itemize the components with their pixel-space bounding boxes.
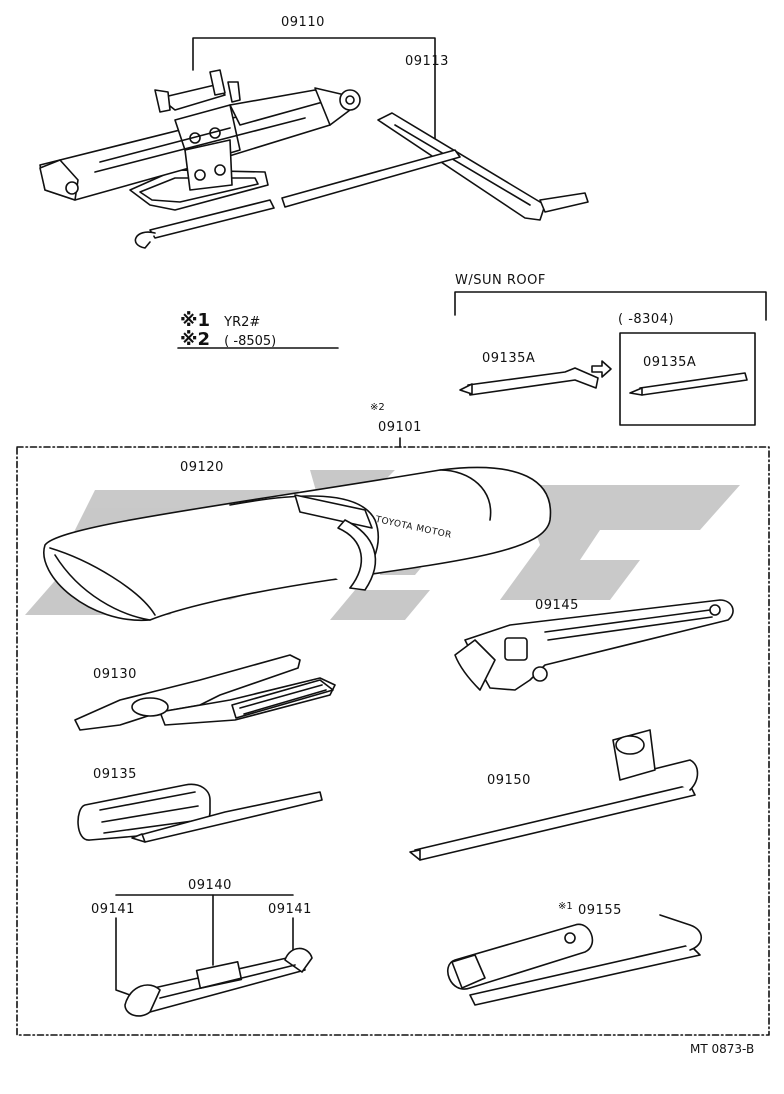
- label-wrench-left: 09141: [91, 902, 135, 917]
- sunroof-date-range: ( -8304): [618, 312, 675, 327]
- sunroof-header: W/SUN ROOF: [455, 273, 546, 288]
- label-wrench-right: 09141: [268, 902, 312, 917]
- label-wheel-nut-wrench: 09150: [487, 773, 531, 788]
- note-2-text: ( -8505): [224, 334, 277, 349]
- note-1-mark: ※1: [180, 310, 211, 331]
- label-pliers: 09130: [93, 667, 137, 682]
- label-jack: 09110: [281, 15, 325, 30]
- wheel-nut-wrench: [409, 729, 699, 861]
- tool-kit-enclosure: [16, 446, 770, 1036]
- wrench-set-callout: [115, 894, 294, 996]
- label-tool-kit: 09101: [378, 420, 422, 435]
- adjustable-wrench: [454, 599, 734, 691]
- label-screwdriver: 09135: [93, 767, 137, 782]
- kit-mark: ※2: [370, 402, 385, 413]
- note-1: ※1 YR2#: [180, 310, 260, 331]
- sunroof-handle-later: [629, 372, 748, 396]
- jack-handle: [134, 112, 589, 249]
- sunroof-handle-early: [459, 367, 599, 396]
- label-adjustable-wrench: 09145: [535, 598, 579, 613]
- scissor-jack: [39, 69, 361, 211]
- wrench-set: [124, 947, 313, 1017]
- label-sunroof-handle: 09135A: [482, 351, 536, 366]
- label-sunroof-handle-later: 09135A: [643, 355, 697, 370]
- plug-wrench: [446, 914, 703, 1006]
- label-wrench-set: 09140: [188, 878, 232, 893]
- plug-mark: ※1: [558, 901, 573, 912]
- pliers: [74, 654, 336, 731]
- jack-callout-lines: [192, 37, 436, 151]
- sunroof-bracket: [454, 291, 767, 426]
- note-2: ※2 ( -8505): [180, 329, 276, 350]
- footer-code: MT 0873-B: [690, 1042, 755, 1056]
- label-plug-wrench: 09155: [578, 903, 622, 918]
- arrow-icon: [591, 360, 612, 378]
- label-tool-bag: 09120: [180, 460, 224, 475]
- note-2-mark: ※2: [180, 329, 211, 350]
- note-1-text: YR2#: [224, 315, 261, 330]
- label-jack-handle: 09113: [405, 54, 449, 69]
- screwdriver: [77, 783, 323, 843]
- tool-bag: [43, 466, 552, 622]
